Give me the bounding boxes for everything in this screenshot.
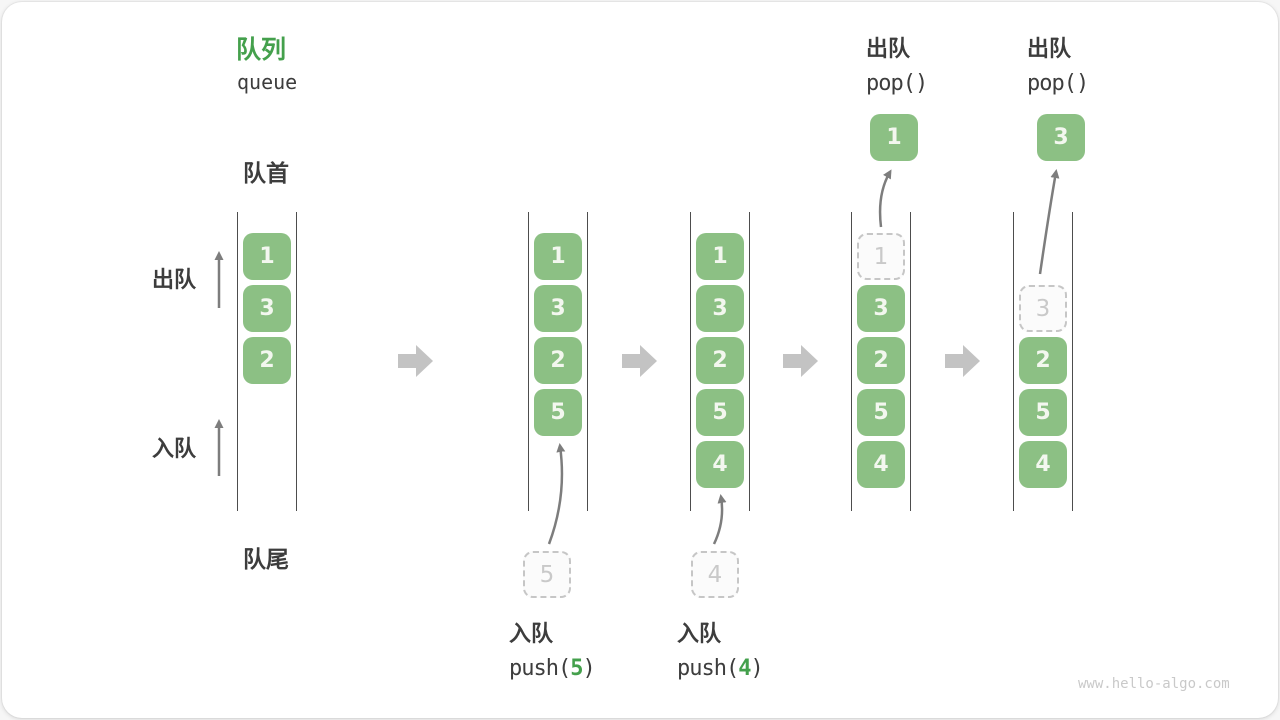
op-pop-second: 出队 pop() [1027,31,1089,96]
pending-item-4: 4 [691,551,739,598]
queue-item: 4 [1019,441,1067,488]
queue-item: 2 [1019,337,1067,384]
queue-item: 5 [696,389,744,436]
queue-item: 2 [243,337,291,384]
queue-item: 4 [857,441,905,488]
queue-item: 2 [534,337,582,384]
queue-item: 5 [1019,389,1067,436]
op-code: pop() [866,71,928,96]
queue-state-2: 1 3 2 5 [528,212,588,511]
diagram-title: 队列 [236,35,287,64]
diagram-subtitle: queue [237,70,298,94]
op-label: 出队 [866,37,911,62]
op-code: push(5) [509,656,596,681]
popped-item-1: 1 [870,114,918,161]
watermark: www.hello-algo.com [1078,676,1230,692]
queue-item: 3 [243,285,291,332]
queue-item: 4 [696,441,744,488]
queue-item: 3 [696,285,744,332]
queue-item: 3 [857,285,905,332]
queue-state-4: 1 3 2 5 4 [851,212,911,511]
queue-state-5: 3 2 5 4 [1013,212,1073,511]
pending-item-5: 5 [523,551,571,598]
queue-item: 5 [534,389,582,436]
queue-item: 3 [534,285,582,332]
queue-state-1: 1 3 2 [237,212,297,511]
ghost-item: 3 [1019,285,1067,332]
op-push-4: 入队 push(4) [677,616,764,681]
queue-state-3: 1 3 2 5 4 [690,212,750,511]
label-dequeue-left: 出队 [152,268,197,293]
ghost-item: 1 [857,233,905,280]
queue-item: 1 [696,233,744,280]
op-label: 入队 [677,622,722,647]
op-push-5: 入队 push(5) [509,616,596,681]
label-queue-front: 队首 [243,161,289,187]
queue-item: 1 [243,233,291,280]
label-queue-rear: 队尾 [243,547,289,573]
op-code: pop() [1027,71,1089,96]
queue-item: 2 [857,337,905,384]
queue-item: 2 [696,337,744,384]
op-code: push(4) [677,656,764,681]
label-enqueue-left: 入队 [152,437,197,462]
op-label: 入队 [509,622,554,647]
popped-item-3: 3 [1037,114,1085,161]
op-label: 出队 [1027,37,1072,62]
queue-item: 5 [857,389,905,436]
queue-item: 1 [534,233,582,280]
op-pop-first: 出队 pop() [866,31,928,96]
